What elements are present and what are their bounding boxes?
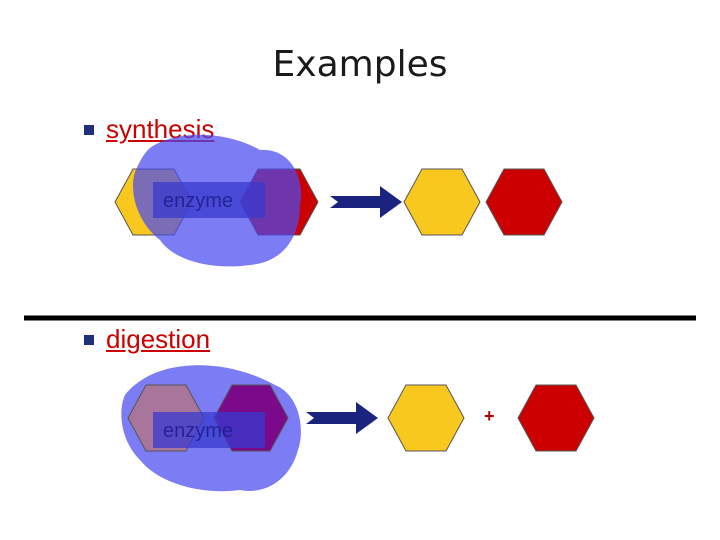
enzyme-label-box-synthesis xyxy=(153,182,265,218)
arrow-right-icon xyxy=(306,402,378,434)
arrow-right-icon xyxy=(330,186,402,218)
slide-title: Examples xyxy=(272,44,448,85)
hexagon-yellow-product-digestion xyxy=(387,384,465,452)
bullet-digestion: digestion xyxy=(84,324,210,355)
enzyme-label-synthesis: enzyme xyxy=(163,190,234,212)
digestion-link[interactable]: digestion xyxy=(106,324,211,354)
enzyme-label-digestion: enzyme xyxy=(163,420,234,442)
bullet-square-icon xyxy=(84,334,94,345)
hexagon-yellow-product xyxy=(403,168,481,236)
hexagon-red-product-digestion xyxy=(517,384,595,452)
bullet-square-icon xyxy=(84,124,94,135)
enzyme-label-box-digestion xyxy=(153,412,265,448)
hexagon-red-product xyxy=(485,168,563,236)
plus-sign: + xyxy=(484,406,495,426)
